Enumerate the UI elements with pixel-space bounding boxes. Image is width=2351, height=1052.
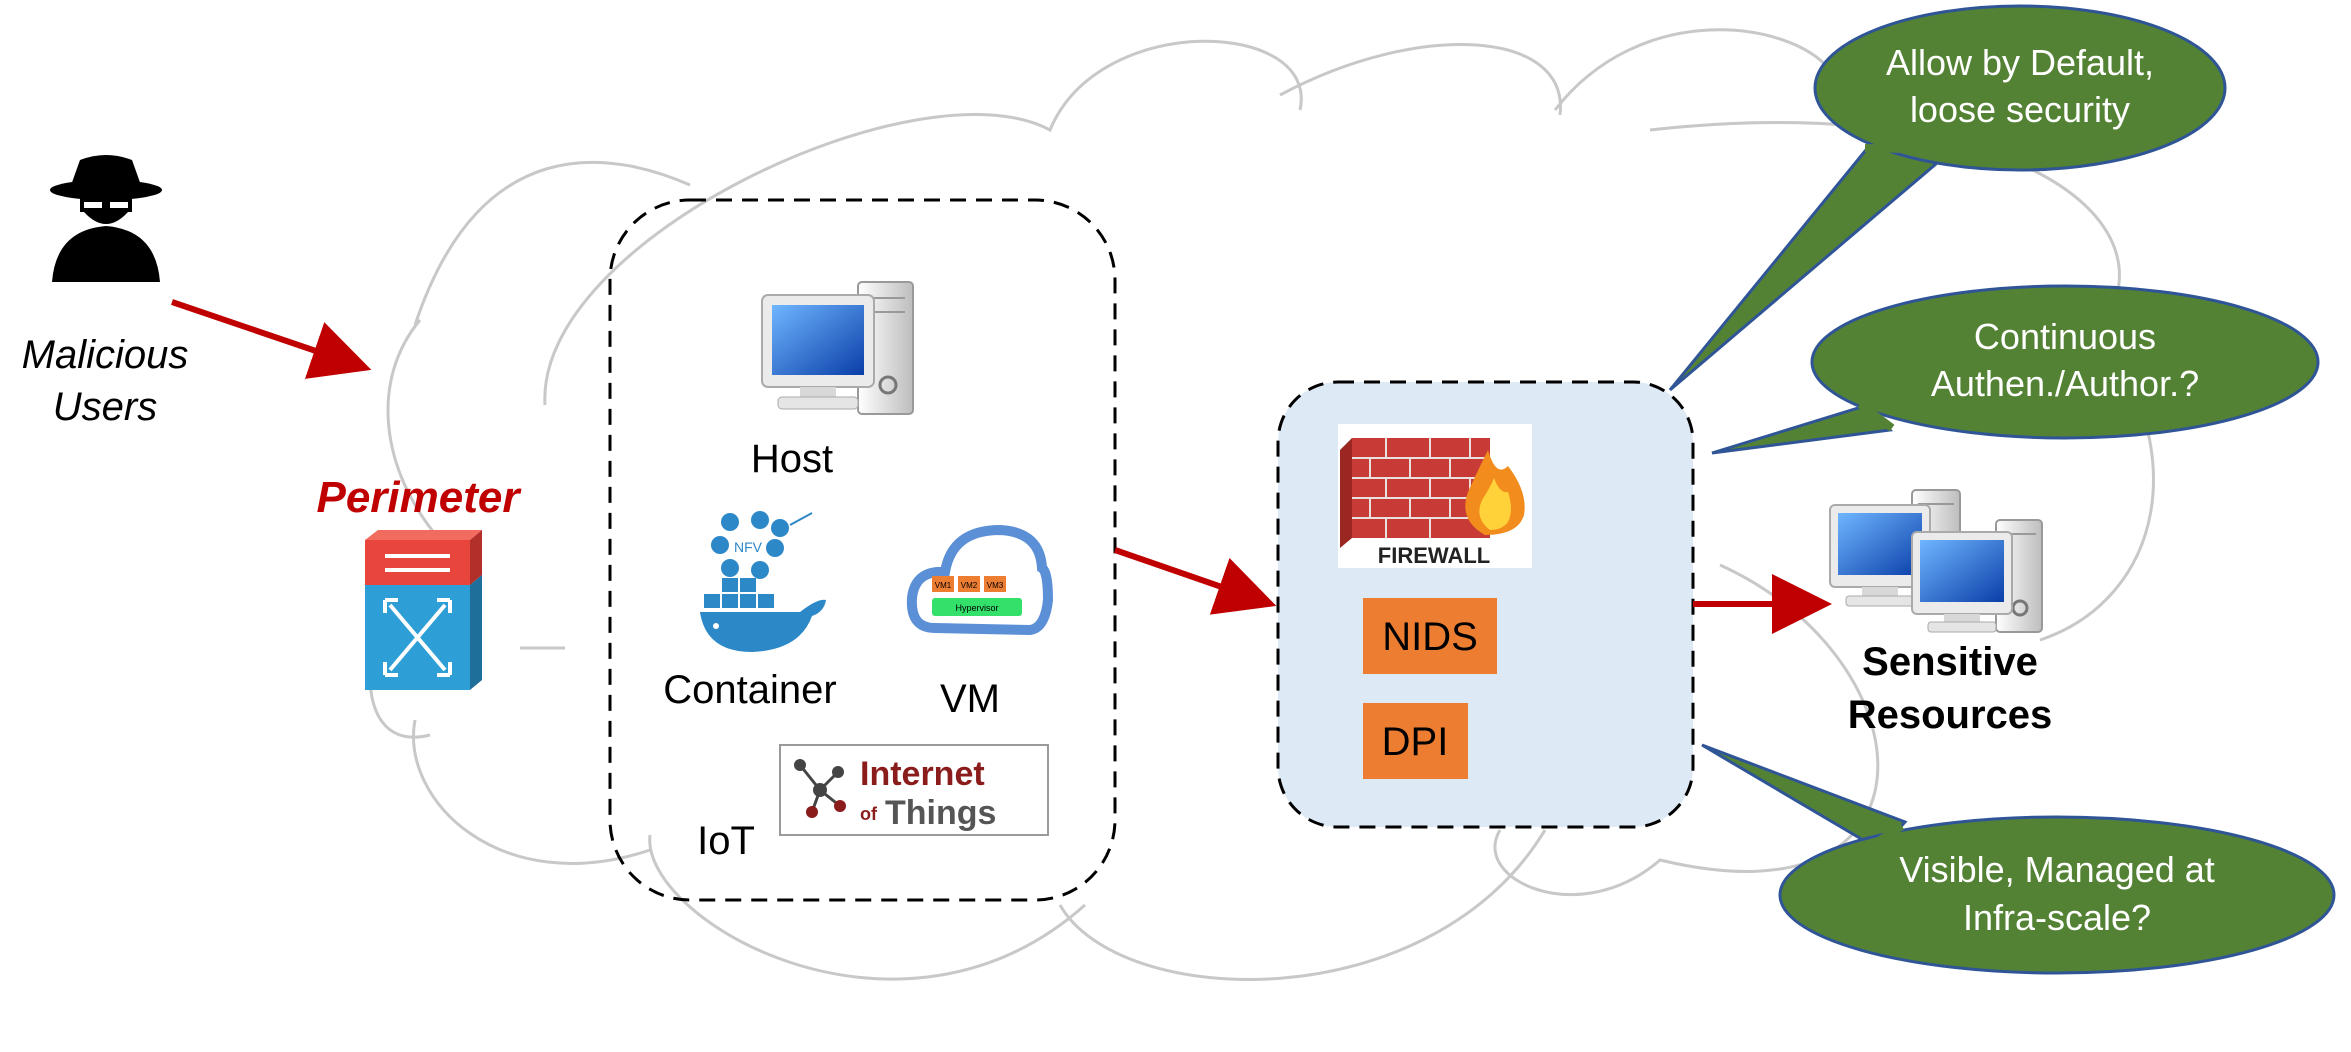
callout-continuous-auth — [1711, 284, 2320, 455]
spy-icon — [50, 155, 162, 282]
container-whale-icon: NFV — [700, 511, 826, 652]
svg-text:NFV: NFV — [734, 539, 763, 555]
attacker-label-line1: Malicious — [22, 333, 189, 377]
callout-3-line2: Infra-scale? — [1963, 897, 2151, 938]
iot-label: IoT — [697, 819, 755, 863]
dpi-box — [1363, 703, 1468, 779]
vm-label: VM — [940, 677, 1000, 721]
firewall-icon — [1338, 424, 1532, 568]
vm-cloud-icon: VM1 VM2 VM3 Hypervisor — [906, 524, 1054, 636]
perimeter-label: Perimeter — [316, 473, 522, 522]
nids-label: NIDS — [1382, 615, 1478, 659]
host-computer-icon — [761, 281, 914, 415]
dpi-label: DPI — [1382, 720, 1449, 764]
svg-text:Internet: Internet — [860, 755, 985, 793]
callout-1-line1: Allow by Default, — [1886, 42, 2154, 83]
callout-2-line2: Authen./Author.? — [1931, 363, 2199, 404]
svg-text:of: of — [860, 804, 878, 824]
callout-2-line1: Continuous — [1974, 316, 2156, 357]
network-switch-icon — [365, 530, 482, 690]
callout-visible-managed — [1701, 743, 2336, 975]
svg-text:Hypervisor: Hypervisor — [955, 603, 998, 613]
attack-arrow — [171, 299, 372, 379]
nids-box — [1363, 598, 1497, 674]
svg-text:VM1: VM1 — [935, 581, 952, 590]
callout-allow-by-default — [1668, 4, 2227, 392]
firewall-label: FIREWALL — [1378, 543, 1490, 568]
svg-text:VM3: VM3 — [987, 581, 1004, 590]
resources-label-line2: Resources — [1848, 693, 2053, 737]
host-label: Host — [751, 437, 833, 481]
callout-1-line2: loose security — [1910, 89, 2130, 130]
container-label: Container — [663, 668, 836, 712]
callout-3-line1: Visible, Managed at — [1899, 849, 2215, 890]
resources-label-line1: Sensitive — [1862, 640, 2038, 684]
svg-text:Things: Things — [885, 794, 996, 832]
sensitive-resources-icon — [1829, 489, 2043, 633]
attacker-label-line2: Users — [53, 385, 157, 429]
svg-text:VM2: VM2 — [961, 581, 978, 590]
workload-to-security-arrow — [1114, 547, 1277, 615]
iot-logo: Internet of Things — [779, 744, 1049, 836]
